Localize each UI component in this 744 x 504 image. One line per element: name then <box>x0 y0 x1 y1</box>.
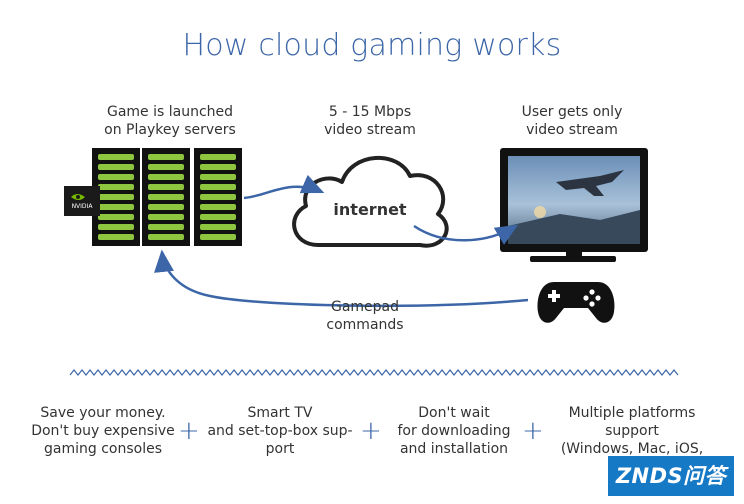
watermark-logo: ZNDS问答 <box>608 456 734 496</box>
gamepad-icon <box>537 282 615 323</box>
server-rack-icon <box>142 148 190 246</box>
arrow-gamepad-to-servers <box>154 249 529 308</box>
user-caption: User gets only video stream <box>521 104 623 138</box>
internet-label: internet <box>333 200 407 219</box>
benefit-save-money: Save your money. Don't buy expensive gam… <box>31 405 175 457</box>
stream-caption: 5 - 15 Mbps video stream <box>324 104 416 138</box>
server-rack-icon <box>194 148 242 246</box>
benefit-no-wait: Don't wait for downloading and installat… <box>397 405 511 457</box>
internet-cloud-icon <box>292 155 449 248</box>
plus-sign: + <box>360 416 382 446</box>
arrow-servers-to-internet <box>243 174 325 200</box>
server-rack-icon <box>92 148 140 246</box>
monitor-icon <box>500 148 648 262</box>
plus-sign: + <box>178 416 200 446</box>
nvidia-logo-icon <box>64 186 100 216</box>
servers-caption: Game is launched on Playkey servers <box>104 104 236 138</box>
wave-divider <box>69 369 679 376</box>
arrow-internet-to-monitor <box>413 224 519 245</box>
page-title: How cloud gaming works <box>182 28 562 63</box>
gamepad-caption: Gamepad commands <box>326 299 404 333</box>
server-racks <box>92 148 242 246</box>
benefit-smart-tv: Smart TV and set-top-box sup- port <box>207 405 353 457</box>
nvidia-badge-text: NVIDIA <box>71 203 93 210</box>
plus-sign: + <box>522 416 544 446</box>
